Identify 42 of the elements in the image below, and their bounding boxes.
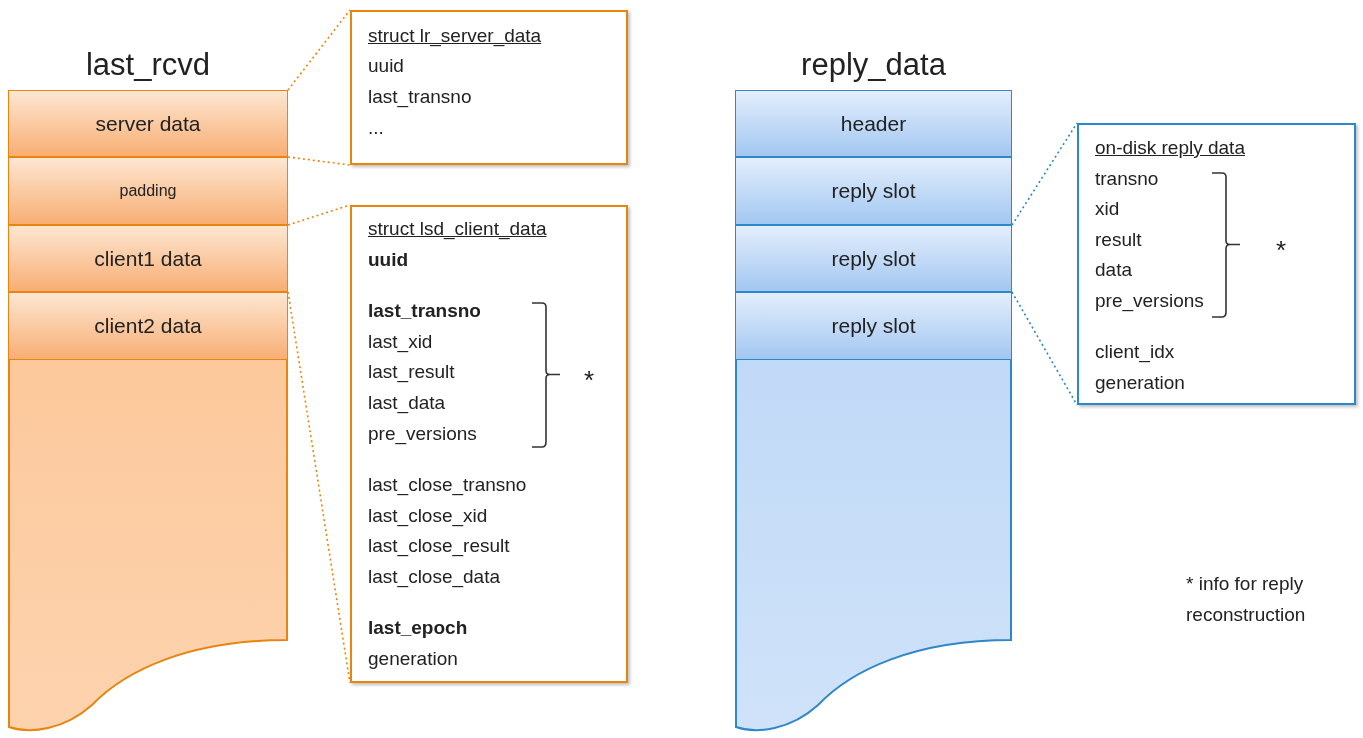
struct-card	[350, 10, 628, 165]
field-name: uuid	[368, 248, 409, 272]
field-name: result	[1095, 228, 1142, 252]
field-name: last_close_xid	[368, 504, 488, 529]
footnote-note: * info for reply reconstruction	[1186, 572, 1307, 627]
field-name: ...	[368, 116, 384, 140]
field-name: last_close_data	[368, 565, 501, 590]
footnote-marker: *	[584, 366, 595, 393]
file-title: last_rcvd	[84, 46, 211, 84]
field-name: last_epoch	[368, 616, 468, 640]
struct-card	[1077, 123, 1356, 405]
field-name: generation	[1095, 371, 1185, 395]
data-slot: reply slot	[735, 292, 1012, 360]
field-name: pre_versions	[1095, 289, 1204, 314]
data-slot: client1 data	[8, 225, 288, 292]
field-name: last_transno	[368, 299, 481, 323]
field-name: data	[1095, 258, 1132, 282]
field-name: transno	[1095, 167, 1159, 191]
struct-heading: struct lsd_client_data	[368, 217, 547, 242]
leader-line	[287, 9, 351, 91]
struct-heading: struct lr_server_data	[368, 24, 542, 49]
field-name: last_data	[368, 391, 446, 416]
data-slot: reply slot	[735, 157, 1012, 225]
data-slot: client2 data	[8, 292, 288, 360]
data-slot: padding	[8, 157, 288, 225]
struct-heading: on-disk reply data	[1095, 136, 1245, 160]
data-slot: header	[735, 90, 1012, 157]
field-name: xid	[1095, 197, 1120, 221]
footnote-marker: *	[1276, 236, 1287, 263]
field-name: last_transno	[368, 85, 472, 110]
struct-card	[350, 205, 628, 683]
field-name: last_result	[368, 360, 455, 385]
data-slot: server data	[8, 90, 288, 157]
data-slot: reply slot	[735, 225, 1012, 292]
field-name: last_xid	[368, 330, 433, 355]
field-name: last_close_transno	[368, 473, 527, 498]
field-name: last_close_result	[368, 534, 510, 559]
field-name: client_idx	[1095, 340, 1175, 365]
file-title: reply_data	[800, 46, 947, 84]
field-name: pre_versions	[368, 422, 477, 447]
field-name: generation	[368, 647, 458, 671]
field-name: uuid	[368, 54, 404, 78]
